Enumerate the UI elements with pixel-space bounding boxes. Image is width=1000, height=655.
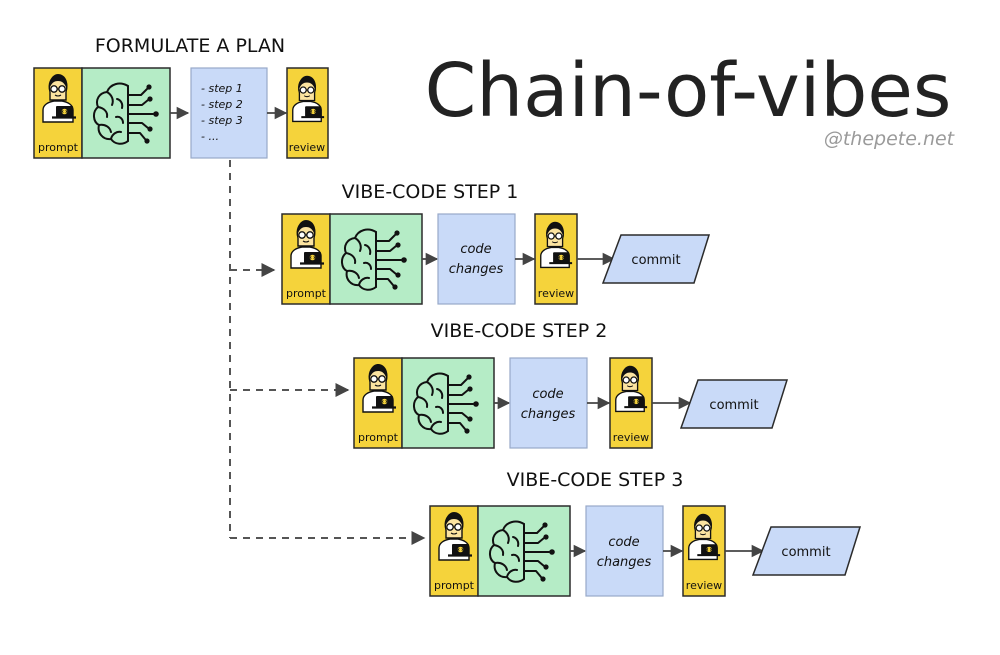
vibe-code-stage-2: VIBE-CODE STEP 2 prompt code changes rev… [353, 320, 789, 449]
plan-prompt-box: prompt [33, 67, 83, 159]
prompt-label: prompt [38, 141, 79, 154]
plan-review-box: review [286, 67, 329, 159]
prompt-box: prompt [429, 505, 479, 597]
commit-box: commit [601, 234, 711, 284]
plan-ai-box [81, 67, 171, 159]
plan-steps-box: - step 1 - step 2 - step 3 - ... [190, 67, 268, 159]
plan-step-3: - step 3 [201, 114, 243, 127]
plan-step-more: - ... [201, 130, 219, 143]
changes-label: changes [449, 262, 504, 277]
plan-stage: FORMULATE A PLAN prompt - step 1 - step … [33, 35, 329, 159]
review-label: review [538, 287, 574, 300]
review-label: review [289, 141, 325, 154]
credit-text: @thepete.net [824, 128, 956, 150]
stage-heading: VIBE-CODE STEP 3 [507, 469, 684, 491]
changes-label: changes [521, 407, 576, 422]
prompt-box: prompt [353, 357, 403, 449]
review-box: review [534, 213, 578, 305]
code-changes-box: code changes [509, 357, 588, 449]
plan-step-1: - step 1 [201, 82, 243, 95]
prompt-box: prompt [281, 213, 331, 305]
prompt-label: prompt [286, 287, 327, 300]
changes-label: changes [597, 555, 652, 570]
plan-step-2: - step 2 [201, 98, 243, 111]
code-changes-box: code changes [585, 505, 664, 597]
code-changes-box: code changes [437, 213, 516, 305]
stage-heading: VIBE-CODE STEP 1 [342, 181, 519, 203]
stage-heading: VIBE-CODE STEP 2 [431, 320, 608, 342]
dashed-connectors [229, 160, 426, 545]
review-label: review [613, 431, 649, 444]
page-title: Chain-of-vibes [425, 48, 952, 134]
code-label: code [460, 242, 491, 257]
commit-label: commit [709, 398, 758, 413]
review-box: review [682, 505, 726, 597]
commit-box: commit [751, 526, 862, 576]
ai-box [401, 357, 495, 449]
vibe-code-stage-1: VIBE-CODE STEP 1 prompt code changes rev… [281, 181, 711, 305]
code-label: code [608, 535, 639, 550]
ai-box [477, 505, 571, 597]
commit-label: commit [631, 253, 680, 268]
prompt-label: prompt [434, 579, 475, 592]
ai-box [329, 213, 423, 305]
commit-box: commit [679, 379, 789, 429]
code-label: code [532, 387, 563, 402]
review-label: review [686, 579, 722, 592]
commit-label: commit [781, 545, 830, 560]
prompt-label: prompt [358, 431, 399, 444]
plan-heading: FORMULATE A PLAN [95, 35, 285, 57]
vibe-code-stage-3: VIBE-CODE STEP 3 prompt code changes rev… [429, 469, 862, 597]
review-box: review [609, 357, 653, 449]
